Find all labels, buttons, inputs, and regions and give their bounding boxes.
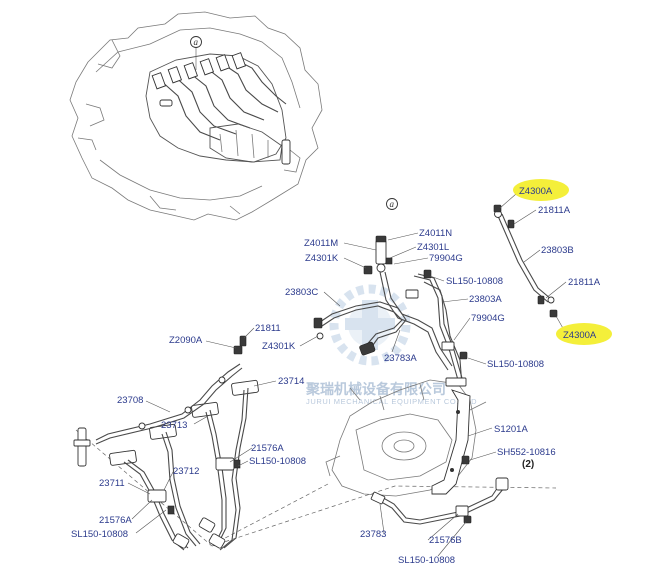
- callout-s1201a: S1201A: [494, 424, 528, 435]
- callout-79904g-mid: 79904G: [471, 313, 505, 324]
- callout-23803c: 23803C: [285, 287, 318, 298]
- bolt-icon: [459, 351, 468, 360]
- bracket-s1201a: [431, 389, 471, 495]
- callout-z4011n: Z4011N: [419, 228, 452, 239]
- clamp-icon: [215, 457, 235, 471]
- callout-23714: 23714: [278, 376, 304, 387]
- callout-23803b: 23803B: [541, 245, 574, 256]
- group-number: (2): [522, 459, 534, 470]
- callout-79904g-top: 79904G: [429, 253, 463, 264]
- injector-icon: [77, 427, 87, 467]
- callout-23711: 23711: [99, 478, 125, 489]
- clamp-icon: [455, 505, 469, 517]
- callout-z4011m: Z4011M: [304, 238, 338, 249]
- bolt-icon: [537, 295, 545, 305]
- bolt-icon: [239, 335, 247, 347]
- callout-21811a-top: 21811A: [538, 205, 571, 216]
- callout-labels: Z4300A 21811A 23803B 21811A Z4300A Z4011…: [71, 186, 601, 566]
- pipe-23803a-group: [363, 235, 468, 387]
- watermark: 聚瑞机械设备有限公司 JURUI MECHANICAL EQUIPMENT CO…: [305, 284, 477, 406]
- nut-icon: [313, 317, 323, 329]
- pipe-23803b: [493, 204, 558, 318]
- reference-mark-main: a: [386, 198, 398, 210]
- reference-circle-icon: [386, 198, 398, 210]
- reference-mark-label: a: [390, 199, 395, 209]
- engine-overview: a: [69, 11, 323, 221]
- callout-21811: 21811: [255, 323, 281, 334]
- bolt-icon: [463, 515, 472, 524]
- pipe-23803c: [313, 301, 407, 356]
- callout-23803a: 23803A: [469, 294, 502, 305]
- callout-sl150-10808-d: SL150-10808: [71, 529, 128, 540]
- callout-z4300a-bottom: Z4300A: [563, 330, 597, 341]
- watermark-english: JURUI MECHANICAL EQUIPMENT CO.,LTD: [306, 397, 477, 406]
- callout-23783a: 23783A: [384, 353, 417, 364]
- callout-21576a-left: 21576A: [99, 515, 132, 526]
- highlight-z4300a-bottom: [556, 323, 612, 345]
- boundary-line: [75, 429, 213, 547]
- callout-z4301l: Z4301L: [417, 242, 449, 253]
- bolt-icon: [375, 235, 387, 243]
- callout-21811a-mid: 21811A: [568, 277, 601, 288]
- bolt-icon: [507, 219, 515, 229]
- nut-icon: [233, 345, 243, 355]
- pipe-23783: [370, 477, 509, 525]
- nut-icon: [423, 269, 432, 279]
- callout-23713: 23713: [161, 420, 187, 431]
- callout-sl150-10808-a: SL150-10808: [446, 276, 503, 287]
- callout-z4300a-top: Z4300A: [519, 186, 553, 197]
- nut-icon: [363, 265, 373, 275]
- callout-sl150-10808-e: SL150-10808: [398, 555, 455, 566]
- clamp-icon: [405, 289, 419, 299]
- reference-mark: a: [194, 37, 199, 47]
- callout-23783: 23783: [360, 529, 386, 540]
- callout-sl150-10808-b: SL150-10808: [487, 359, 544, 370]
- callout-23708: 23708: [117, 395, 143, 406]
- highlight-z4300a-top: [513, 179, 569, 201]
- reference-circle-icon: [190, 36, 202, 48]
- bolt-icon: [233, 459, 241, 469]
- callout-z2090a: Z2090A: [169, 335, 203, 346]
- callout-z4301k-mid: Z4301K: [262, 341, 296, 352]
- washer-icon: [385, 257, 393, 265]
- nut-icon: [493, 204, 502, 213]
- washer-icon: [316, 332, 324, 340]
- callout-23712: 23712: [173, 466, 199, 477]
- watermark-chinese: 聚瑞机械设备有限公司: [305, 381, 446, 398]
- callout-sl150-10808-c: SL150-10808: [249, 456, 306, 467]
- boundary-line: [211, 485, 557, 547]
- nut-icon: [549, 309, 558, 318]
- callout-z4301k-top: Z4301K: [305, 253, 339, 264]
- callout-21576b: 21576B: [429, 535, 462, 546]
- bolt-icon: [167, 505, 175, 515]
- clamp-icon: [147, 489, 167, 503]
- bolt-icon: [461, 455, 470, 465]
- leader-lines: [127, 193, 567, 557]
- watermark-logo-icon: [329, 284, 411, 366]
- clamp-icon: [441, 341, 455, 351]
- nut-icon: [359, 341, 376, 356]
- callout-sh552-10816: SH552-10816: [497, 447, 556, 458]
- injector-pipe-set: [73, 335, 259, 551]
- callout-21576a-right: 21576A: [251, 443, 284, 454]
